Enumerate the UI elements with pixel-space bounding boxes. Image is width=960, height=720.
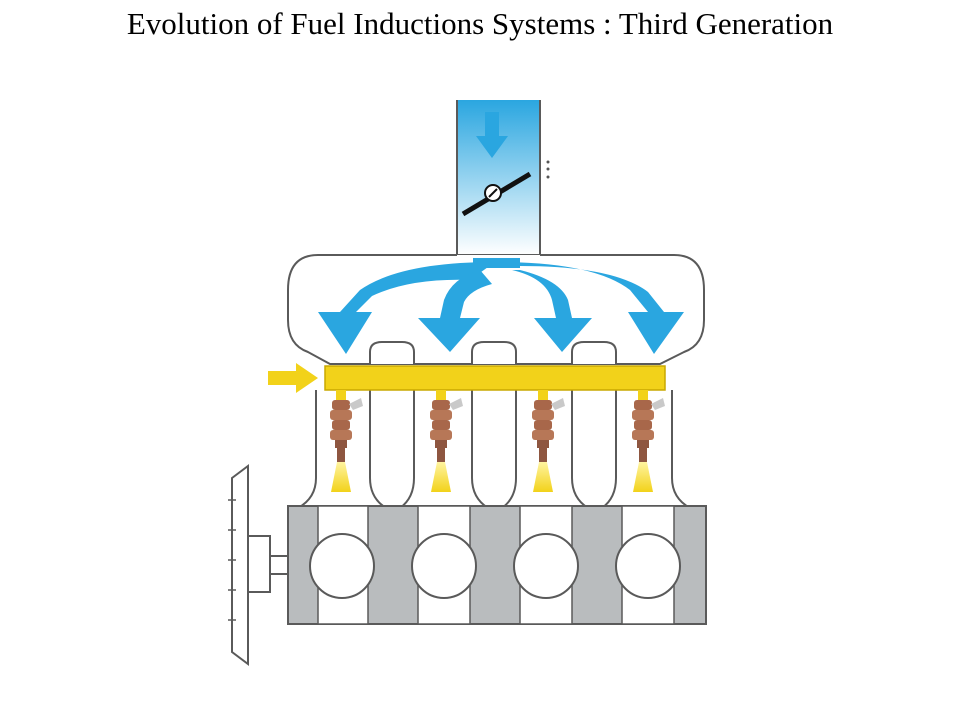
fuel-injector-icon [532, 398, 565, 492]
cylinder-4 [615, 533, 681, 599]
flywheel-icon [228, 464, 289, 666]
cylinders [309, 533, 681, 599]
throttle-valve-icon [461, 171, 532, 217]
air-flow-arrows [318, 258, 684, 354]
fuel-injector-icon [632, 398, 665, 492]
slide-title: Evolution of Fuel Inductions Systems : T… [126, 6, 834, 41]
cylinder-1 [309, 533, 375, 599]
air-inlet-arrow-icon [476, 112, 508, 158]
fuel-inlet-arrow-icon [268, 363, 318, 393]
cylinder-3 [513, 533, 579, 599]
fuel-injector-icon [430, 398, 463, 492]
cylinder-2 [411, 533, 477, 599]
fuel-rail [324, 365, 666, 402]
throttle-marks [546, 160, 550, 179]
fuel-injector-icon [330, 398, 363, 492]
